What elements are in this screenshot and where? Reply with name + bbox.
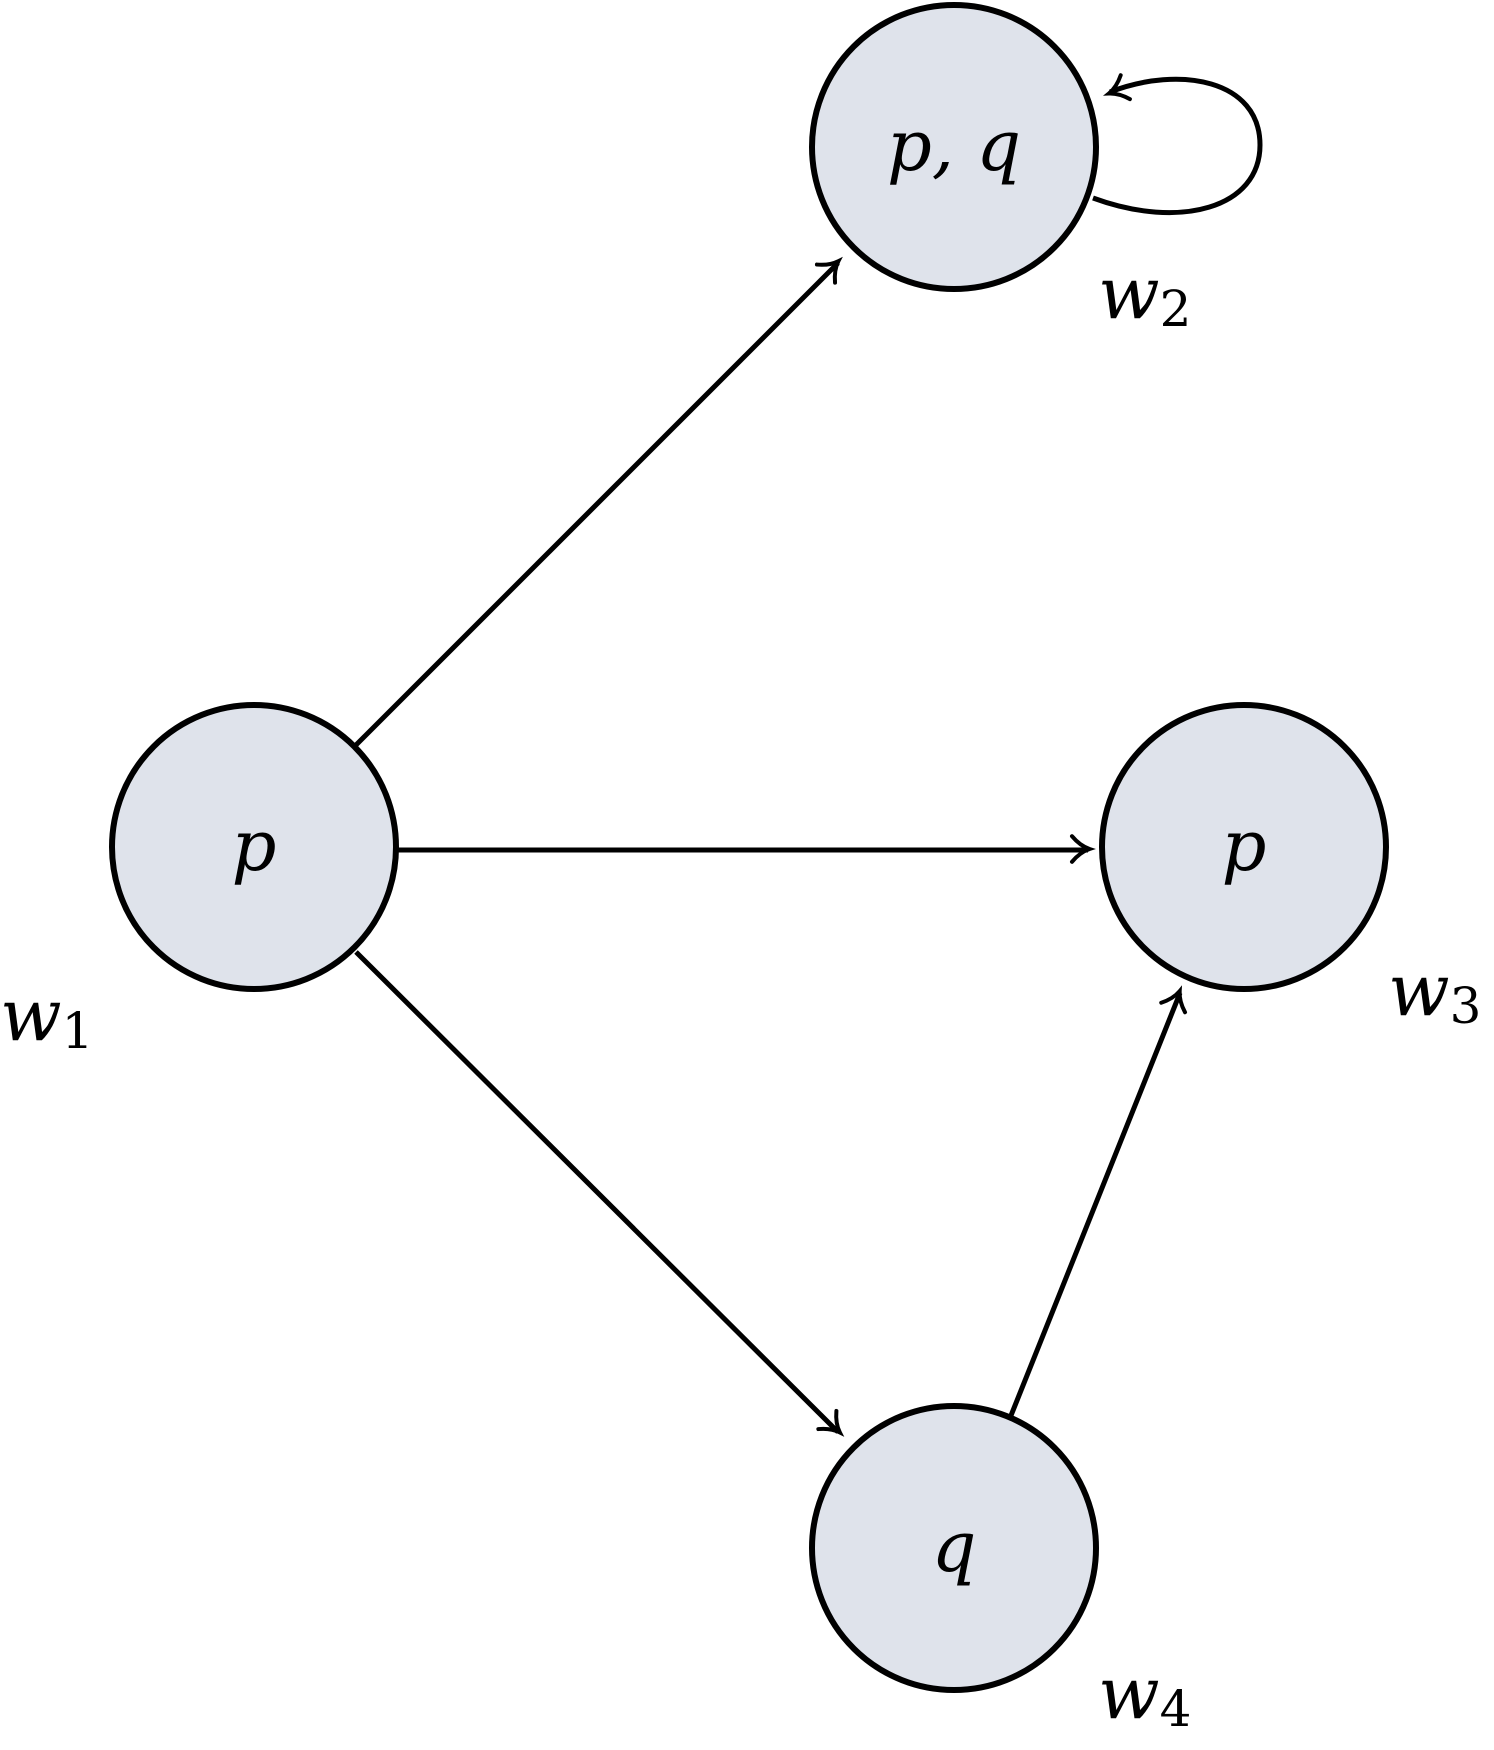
world-w3: p w3	[1099, 702, 1481, 1035]
world-w1: p w1	[0, 702, 399, 1060]
edge-w4-w3	[1007, 985, 1188, 1419]
edge-w1-w4	[354, 950, 845, 1437]
label-w3: w3	[1388, 948, 1481, 1035]
label-w4: w4	[1098, 1651, 1191, 1738]
world-w4: q w4	[809, 1403, 1191, 1738]
edge-w1-w2	[354, 256, 843, 747]
edge-w2-loop	[1092, 73, 1263, 216]
label-w1: w1	[0, 973, 93, 1060]
valuation-w3: p	[1222, 805, 1267, 887]
valuation-w4: q	[932, 1506, 977, 1588]
valuation-w2: p, q	[887, 105, 1021, 187]
label-w2: w2	[1098, 251, 1191, 338]
valuation-w1: p	[232, 805, 277, 887]
world-w2: p, q w2	[809, 2, 1191, 338]
